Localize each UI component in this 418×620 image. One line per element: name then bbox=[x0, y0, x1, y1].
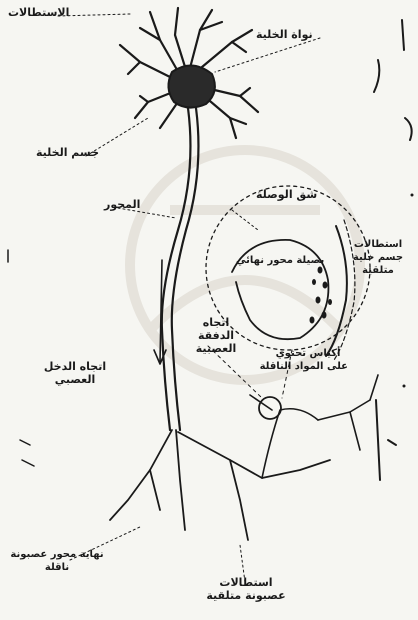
label-axon-end: نهاية محور عصبونة ناقلة bbox=[2, 548, 112, 574]
label-cell-body: جسم الخلية bbox=[36, 146, 99, 159]
label-axon-end-2: ناقلة bbox=[2, 561, 112, 574]
label-terminal-button: بصيلة محور نهائي bbox=[236, 254, 324, 267]
label-dendrites-top: الاستطالات bbox=[8, 6, 69, 19]
axon bbox=[162, 108, 199, 430]
label-postsynaptic-2: جسم خلية bbox=[346, 251, 410, 264]
receiving-processes bbox=[250, 375, 378, 478]
axon-terminals bbox=[110, 430, 330, 540]
label-impulse-direction-3: العصبية bbox=[186, 342, 246, 355]
label-postsynaptic-3: متلقية bbox=[346, 264, 410, 277]
label-vesicles: أكياس تحتوي على المواد الناقلة bbox=[268, 347, 348, 373]
label-synaptic-cleft: شق الوصلة bbox=[256, 188, 317, 201]
label-axon: المحور bbox=[104, 198, 140, 211]
label-receiving-neuron-1: استطالات bbox=[198, 576, 294, 589]
label-vesicles-2: على المواد الناقلة bbox=[268, 360, 348, 373]
label-impulse-direction: اتجاه الدفقة العصبية bbox=[186, 316, 246, 355]
label-receiving-neuron: استطالات عصبونة متلقية bbox=[198, 576, 294, 602]
edge-dots bbox=[403, 194, 414, 388]
cell-body bbox=[168, 65, 214, 107]
label-postsynaptic: استطالات جسم خلية متلقية bbox=[346, 238, 410, 277]
label-impulse-direction-1: اتجاه bbox=[186, 316, 246, 329]
label-vesicles-1: أكياس تحتوي bbox=[268, 347, 348, 360]
label-impulse-direction-2: الدفقة bbox=[186, 329, 246, 342]
label-axon-end-1: نهاية محور عصبونة bbox=[2, 548, 112, 561]
label-input-direction-2: العصبي bbox=[30, 373, 120, 386]
label-receiving-neuron-2: عصبونة متلقية bbox=[198, 589, 294, 602]
label-nucleus: نواة الخلية bbox=[256, 28, 313, 41]
label-input-direction: اتجاه الدخل العصبي bbox=[30, 360, 120, 386]
label-postsynaptic-1: استطالات bbox=[346, 238, 410, 251]
left-scan-marks bbox=[8, 250, 34, 466]
label-input-direction-1: اتجاه الدخل bbox=[30, 360, 120, 373]
